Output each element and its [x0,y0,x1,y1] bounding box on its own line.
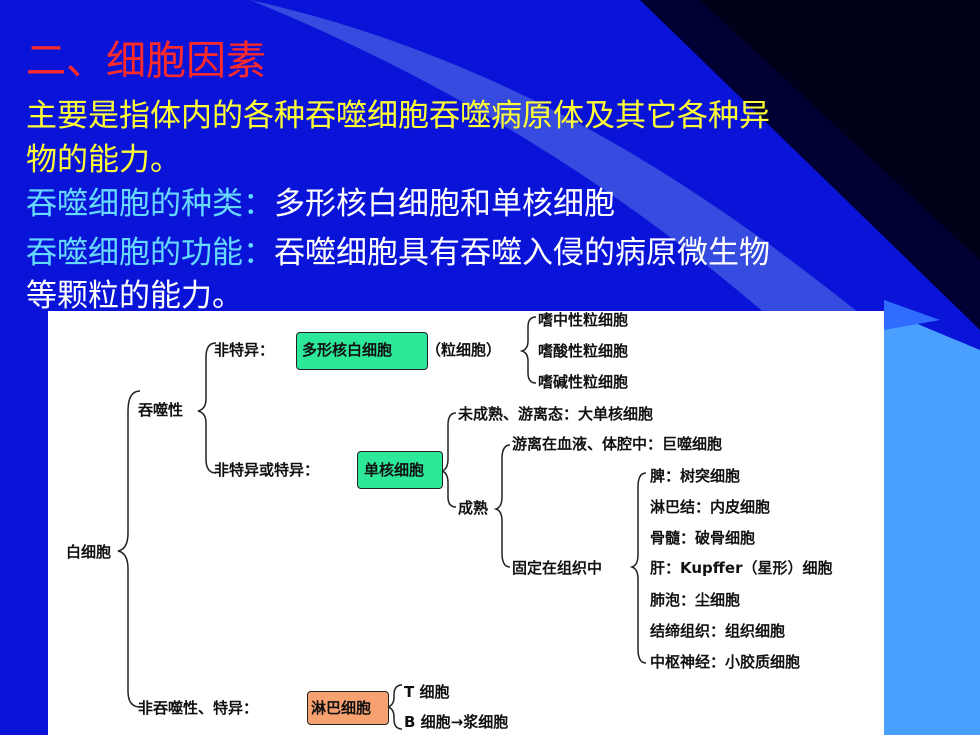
brace-monocyte [439,412,457,508]
function-value: 吞噬细胞具有吞噬入侵的病原微生物 [274,235,770,271]
types-value: 多形核白细胞和单核细胞 [274,186,615,222]
node-polymorph: 多形核白细胞 [302,341,393,359]
node-root: 白细胞 [66,543,112,561]
brace-lymphocyte [385,684,403,730]
phagocyte-function: 吞噬细胞的功能：吞噬细胞具有吞噬入侵的病原微生物 [26,227,770,272]
monocyte-box [357,451,443,489]
brace-mature [493,444,511,568]
description-line-2: 物的能力。 [26,142,181,178]
node-b-cell: B 细胞→浆细胞 [404,713,509,731]
polymorph-box [296,332,428,370]
node-lung: 肺泡：尘细胞 [650,591,741,609]
lymphocyte-box [307,691,389,725]
node-spleen: 脾：树突细胞 [650,467,741,485]
types-label: 吞噬细胞的种类： [26,186,274,222]
node-nonphagocytic: 非吞噬性、特异： [138,699,259,717]
function-label: 吞噬细胞的功能： [26,235,274,271]
node-t-cell: T 细胞 [404,683,450,701]
slide-title: 二、细胞因素 [26,38,266,84]
node-free-blood: 游离在血液、体腔中：巨噬细胞 [512,435,723,453]
node-connective: 结缔组织：组织细胞 [650,622,786,640]
node-phagocytic: 吞噬性 [138,401,184,419]
node-neutrophil: 嗜中性粒细胞 [538,311,629,329]
function-line-2: 等颗粒的能力。 [26,278,243,314]
diagram-braces [117,316,647,730]
phagocyte-types: 吞噬细胞的种类：多形核白细胞和单核细胞 [26,178,615,223]
brace-granulocyte [519,316,537,384]
brace-fixed [629,472,647,664]
node-mature: 成熟 [458,499,489,517]
brace-phagocytic [197,342,217,474]
node-bone-marrow: 骨髓：破骨细胞 [650,529,756,547]
node-fixed-tissue: 固定在组织中 [512,559,603,577]
description-line-1: 主要是指体内的各种吞噬细胞吞噬病原体及其它各种异 [26,98,770,134]
node-lymph-node: 淋巴结：内皮细胞 [650,498,771,516]
node-eosinophil: 嗜酸性粒细胞 [538,342,629,360]
node-monocyte: 单核细胞 [364,461,425,479]
node-lymphocyte: 淋巴细胞 [311,699,372,717]
node-granulocyte: （粒细胞） [426,341,502,359]
node-nonspecific: 非特异： [214,341,275,359]
brace-root [117,390,141,708]
node-cns: 中枢神经：小胶质细胞 [650,653,801,671]
node-liver: 肝：Kupffer（星形）细胞 [650,559,833,577]
node-nonspecific-or-specific: 非特异或特异： [214,461,320,479]
leukocyte-classification-diagram: 白细胞 吞噬性 非特异： 多形核白细胞 （粒细胞） 嗜中性粒细胞 嗜酸性粒细胞 … [48,311,884,735]
node-immature: 未成熟、游离态：大单核细胞 [458,405,654,423]
node-basophil: 嗜碱性粒细胞 [538,373,629,391]
